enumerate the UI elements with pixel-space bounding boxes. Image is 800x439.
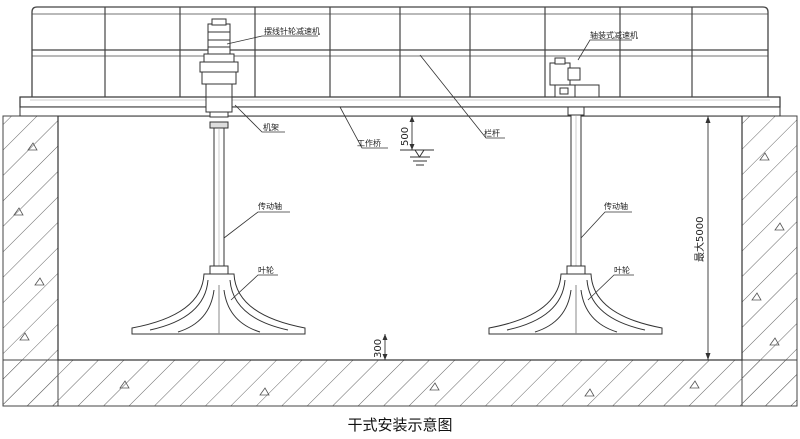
left-drive-unit xyxy=(199,18,239,129)
dim-top-clearance: 500 xyxy=(400,127,411,146)
label-impeller-left: 叶轮 xyxy=(258,265,274,275)
label-motor-left: 摆线针轮减速机 xyxy=(264,26,320,36)
left-wall xyxy=(2,115,59,407)
tank-floor xyxy=(2,359,798,407)
walkway-bridge xyxy=(19,96,781,117)
tank-walls xyxy=(2,115,798,407)
label-shaft-right: 传动轴 xyxy=(604,201,628,211)
label-motor-right: 轴装式减速机 xyxy=(590,30,638,40)
dimension-arrows xyxy=(382,116,711,360)
label-impeller-right: 叶轮 xyxy=(614,265,630,275)
label-shaft-left: 传动轴 xyxy=(258,201,282,211)
right-drive-unit xyxy=(549,57,600,116)
water-level-symbol xyxy=(410,149,430,166)
right-wall xyxy=(741,115,798,407)
railing xyxy=(31,6,769,97)
aggregate-marks xyxy=(13,142,785,397)
figure-caption: 干式安装示意图 xyxy=(347,416,452,434)
leader-lines xyxy=(223,35,634,301)
dim-depth: 最大5000 xyxy=(693,217,706,262)
label-walkway: 工作桥 xyxy=(357,138,381,148)
label-frame: 机架 xyxy=(263,122,279,132)
right-impeller xyxy=(488,265,663,335)
label-railing: 栏杆 xyxy=(484,128,500,138)
dim-bottom-clearance: 300 xyxy=(373,339,384,358)
left-impeller xyxy=(131,265,306,335)
